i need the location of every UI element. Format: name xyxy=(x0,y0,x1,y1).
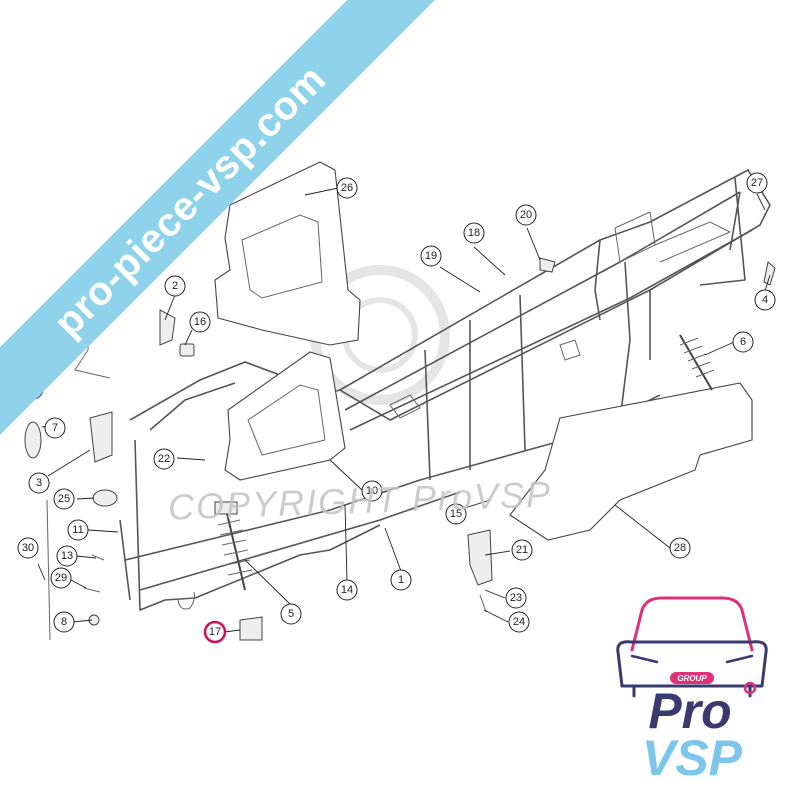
callout-16: 16 xyxy=(189,311,211,333)
leader-lines xyxy=(37,187,771,633)
callout-19: 19 xyxy=(420,245,442,267)
provsp-logo: GROUP Pro VSP xyxy=(616,596,768,780)
callout-21: 21 xyxy=(511,539,533,561)
callout-28: 28 xyxy=(669,537,691,559)
group-tag-text: GROUP xyxy=(677,674,707,683)
callout-number: 7 xyxy=(52,422,58,434)
callout-number: 17 xyxy=(209,626,221,638)
callout-number: 25 xyxy=(58,493,70,505)
callout-number: 24 xyxy=(513,616,525,628)
shock-absorber-6 xyxy=(679,334,715,391)
callout-6: 6 xyxy=(732,331,754,353)
car-outline-icon xyxy=(616,596,768,698)
callout-number: 11 xyxy=(72,524,83,536)
callout-number: 18 xyxy=(468,227,480,239)
callout-15: 15 xyxy=(445,503,467,525)
callout-5: 5 xyxy=(280,603,302,625)
logo-line1: Pro xyxy=(648,683,731,739)
callout-18: 18 xyxy=(463,222,485,244)
callout-2: 2 xyxy=(164,275,186,297)
callout-22: 22 xyxy=(153,448,175,470)
callout-3: 3 xyxy=(28,472,50,494)
callout-number: 19 xyxy=(425,250,437,262)
callout-27: 27 xyxy=(746,172,768,194)
callout-14: 14 xyxy=(336,579,358,601)
callout-7: 7 xyxy=(44,417,66,439)
callout-number: 4 xyxy=(762,294,768,306)
upper-floor-panel xyxy=(214,161,361,346)
callout-number: 14 xyxy=(341,584,353,596)
callout-number: 23 xyxy=(510,592,522,604)
callout-number: 20 xyxy=(520,209,532,221)
chassis-frame xyxy=(119,169,771,611)
callout-number: 21 xyxy=(516,544,528,556)
callout-10: 10 xyxy=(361,480,383,502)
callout-1: 1 xyxy=(390,569,412,591)
callout-number: 8 xyxy=(61,616,67,628)
callout-11: 11 xyxy=(67,519,89,541)
callout-number: 15 xyxy=(450,508,462,520)
callout-17: 17 xyxy=(203,620,227,644)
callout-number: 3 xyxy=(36,477,42,489)
logo-line2: VSP xyxy=(642,730,743,780)
callout-23: 23 xyxy=(505,587,527,609)
small-parts xyxy=(24,257,776,641)
callout-29: 29 xyxy=(50,567,72,589)
callout-8: 8 xyxy=(53,611,75,633)
callout-number: 10 xyxy=(366,485,378,497)
callout-20: 20 xyxy=(515,204,537,226)
callout-number: 30 xyxy=(22,542,34,554)
callout-number: 5 xyxy=(288,608,294,620)
callout-number: 26 xyxy=(341,182,353,194)
callout-number: 13 xyxy=(61,550,73,562)
callout-number: 6 xyxy=(740,336,746,348)
callout-number: 29 xyxy=(55,572,67,584)
callout-24: 24 xyxy=(508,611,530,633)
callout-26: 26 xyxy=(336,177,358,199)
callout-number: 27 xyxy=(751,177,763,189)
centre-panel-detail xyxy=(247,384,326,456)
callout-number: 2 xyxy=(172,280,178,292)
callout-number: 1 xyxy=(398,574,404,586)
group-tag xyxy=(670,672,714,684)
callout-13: 13 xyxy=(56,545,78,567)
logo-ring xyxy=(743,681,757,695)
callout-number: 16 xyxy=(194,316,206,328)
callout-30: 30 xyxy=(17,537,39,559)
callout-number: 22 xyxy=(158,453,170,465)
callout-4: 4 xyxy=(754,289,776,311)
shock-absorber-5 xyxy=(214,501,253,591)
callout-number: 28 xyxy=(674,542,686,554)
upper-panel-cutout xyxy=(241,214,323,299)
side-skid-panel xyxy=(509,382,753,541)
callout-25: 25 xyxy=(53,488,75,510)
centre-floor-panel xyxy=(224,351,346,481)
